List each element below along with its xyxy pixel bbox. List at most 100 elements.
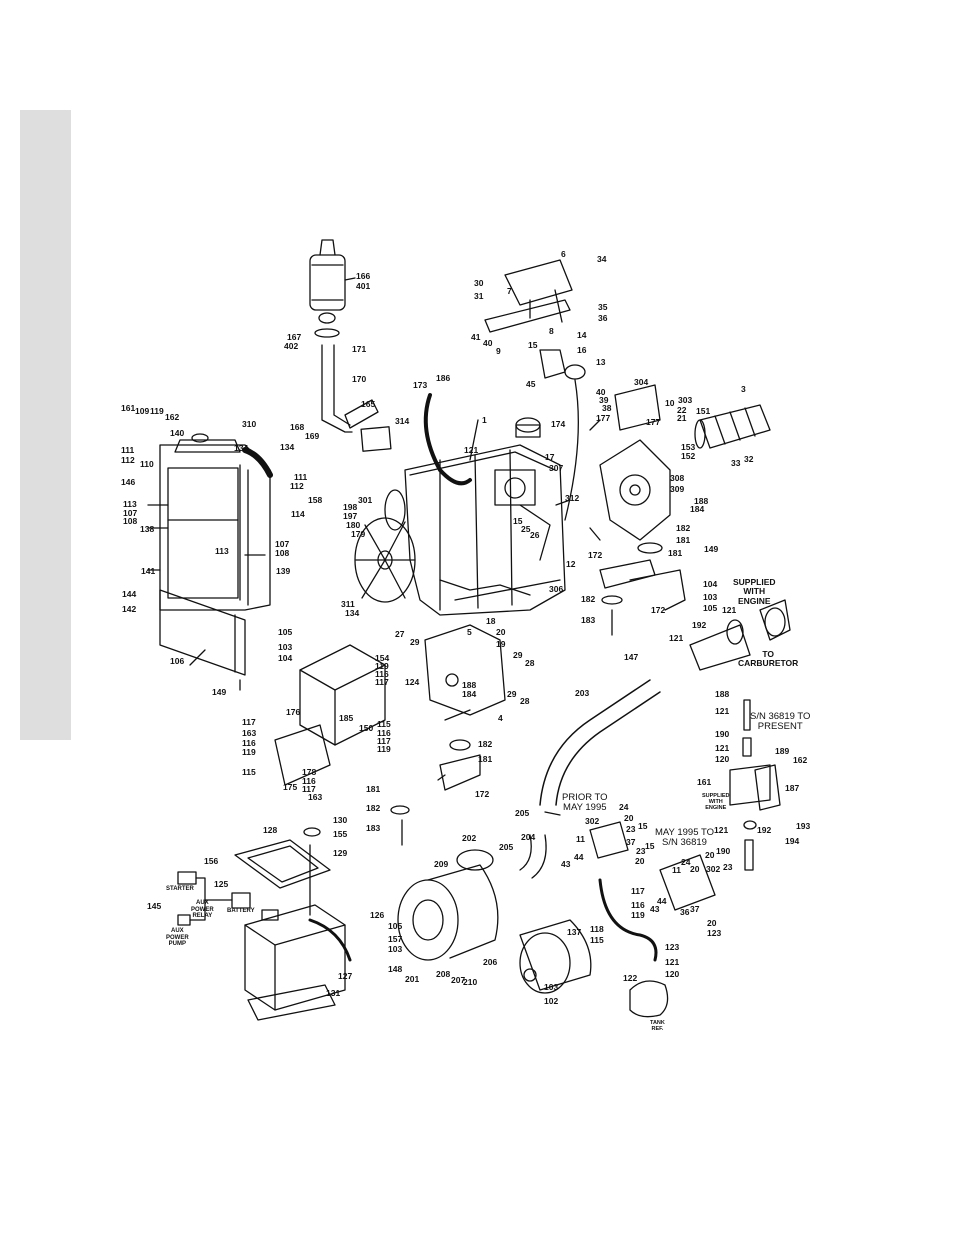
callout: 163 <box>308 792 323 802</box>
callout: 1 <box>482 415 487 425</box>
callout: 171 <box>352 344 367 354</box>
muffler <box>397 849 499 961</box>
callout: 44 <box>657 896 667 906</box>
callout: 189 <box>775 746 790 756</box>
note-battery: BATTERY <box>227 908 255 914</box>
callout: 201 <box>405 974 420 984</box>
callout: 20 <box>635 856 645 866</box>
voltage-regulator <box>484 259 573 333</box>
callout: 20 <box>624 813 634 823</box>
callout: 115 <box>377 719 391 729</box>
callout: 301 <box>358 495 373 505</box>
callout: 188 <box>715 689 730 699</box>
callout: 117 <box>631 886 645 896</box>
callout: 185 <box>339 713 354 723</box>
callout: 147 <box>624 652 639 662</box>
callout: 31 <box>474 291 484 301</box>
callout: 184 <box>690 504 705 514</box>
callout: 103 <box>278 642 293 652</box>
callout: 121 <box>464 445 479 455</box>
callout: 16 <box>577 345 587 355</box>
callout: 186 <box>436 373 451 383</box>
callout: 119 <box>631 910 645 920</box>
callout: 119 <box>242 747 256 757</box>
callout: 104 <box>703 579 718 589</box>
callout: 177 <box>596 413 611 423</box>
callout: 208 <box>436 969 451 979</box>
callout: 116 <box>242 738 256 748</box>
callout: 140 <box>170 428 185 438</box>
callout: 17 <box>545 452 555 462</box>
callout: 134 <box>345 608 360 618</box>
callout: 153 <box>681 442 696 452</box>
callout: 119 <box>377 744 391 754</box>
callout: 30 <box>474 278 484 288</box>
callout: 312 <box>565 493 580 503</box>
callout: 116 <box>631 900 645 910</box>
callout: 119 <box>150 406 164 416</box>
callout: 107 <box>123 508 138 518</box>
callout: 205 <box>499 842 514 852</box>
callout: 29 <box>513 650 523 660</box>
callout: 306 <box>549 584 564 594</box>
callout: 39 <box>599 395 609 405</box>
callout: 7 <box>507 286 512 296</box>
callout: 117 <box>375 677 389 687</box>
front-mount-bracket <box>424 624 506 716</box>
callout: 197 <box>343 511 358 521</box>
callout: 22 <box>677 405 687 415</box>
callout: 11 <box>576 834 585 844</box>
callout: 188 <box>462 680 477 690</box>
callout: 21 <box>677 413 687 423</box>
callout: 10 <box>665 398 675 408</box>
callout: 107 <box>275 539 290 549</box>
callout: 116 <box>375 669 389 679</box>
callout: 184 <box>462 689 477 699</box>
callout: 105 <box>278 627 293 637</box>
battery <box>244 904 346 1011</box>
callout: 150 <box>359 723 374 733</box>
callout: 138 <box>140 524 155 534</box>
callout: 119 <box>375 661 389 671</box>
callout: 169 <box>305 431 320 441</box>
callout: 134 <box>280 442 295 452</box>
callout: 123 <box>665 942 680 952</box>
callout: 115 <box>590 935 604 945</box>
callout: 37 <box>626 837 636 847</box>
exhaust-pipe <box>539 679 661 806</box>
callout: 182 <box>676 523 691 533</box>
callout: 187 <box>785 783 800 793</box>
callout: 174 <box>551 419 566 429</box>
callout: 112 <box>121 455 135 465</box>
callout: 118 <box>590 924 604 934</box>
callout: 209 <box>434 859 449 869</box>
callout: 304 <box>634 377 649 387</box>
callout: 163 <box>242 728 257 738</box>
radiator <box>159 433 271 611</box>
callout: 121 <box>715 743 730 753</box>
callout: 182 <box>478 739 493 749</box>
callout: 178 <box>302 767 317 777</box>
callout: 20 <box>705 850 715 860</box>
callout: 4 <box>498 713 503 723</box>
callout: 111 <box>121 445 135 455</box>
callout: 32 <box>744 454 754 464</box>
callout: 190 <box>716 846 731 856</box>
callout: 181 <box>478 754 493 764</box>
callout: 303 <box>678 395 693 405</box>
radiator-shroud <box>159 589 246 676</box>
callout: 172 <box>651 605 666 615</box>
callout: 314 <box>395 416 410 426</box>
callout: 172 <box>588 550 603 560</box>
callout: 121 <box>715 706 730 716</box>
callout: 121 <box>669 633 684 643</box>
fan <box>354 489 416 603</box>
callout: 175 <box>283 782 298 792</box>
callout: 36 <box>680 907 690 917</box>
callout: 13 <box>596 357 606 367</box>
callout: 158 <box>308 495 323 505</box>
callout: 182 <box>366 803 381 813</box>
callout: 151 <box>696 406 711 416</box>
callout: 131 <box>326 988 341 998</box>
